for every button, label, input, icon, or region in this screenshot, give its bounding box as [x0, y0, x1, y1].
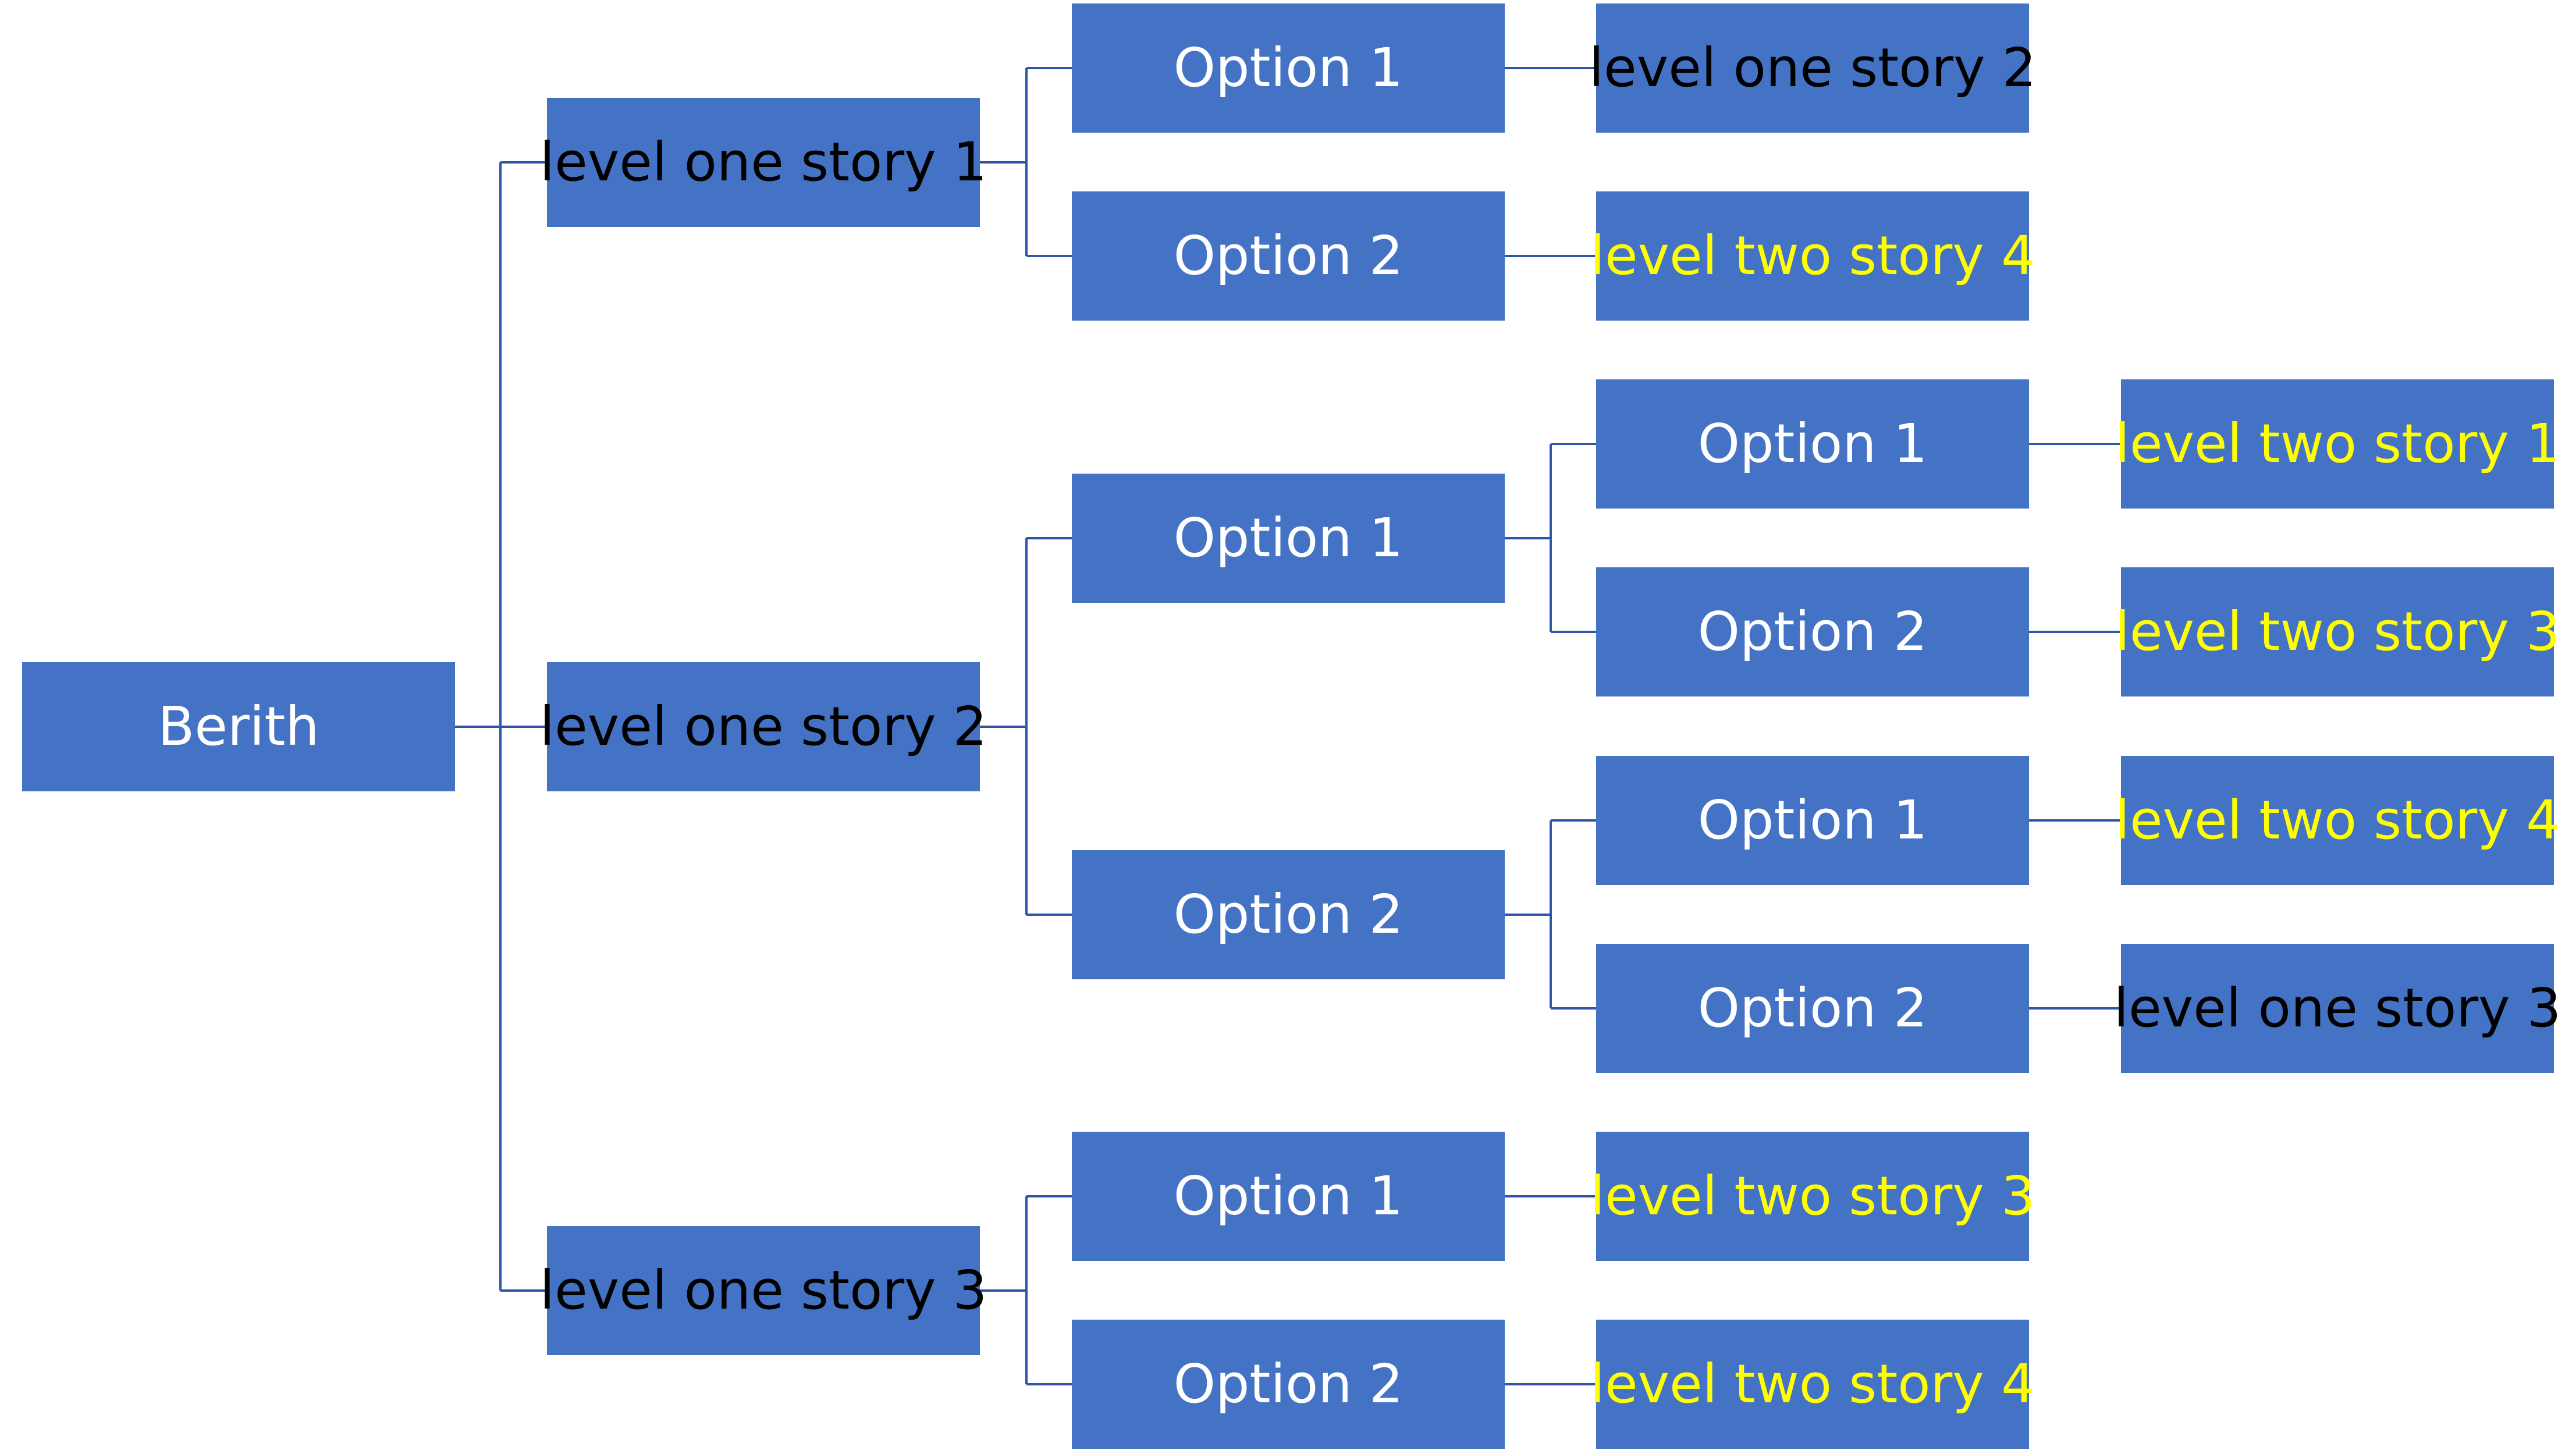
- story-3-node: level one story 3: [540, 1226, 987, 1355]
- story-2-o1-o2-leaf: level two story 3: [2115, 567, 2560, 696]
- connector-story3-to-options: [980, 1195, 1072, 1385]
- root-label: Berith: [158, 695, 319, 758]
- story-2-o2-o1-leaf: level two story 4: [2115, 756, 2560, 885]
- story-1-node: level one story 1: [540, 98, 987, 227]
- story-3-label: level one story 3: [539, 1259, 987, 1321]
- story-1-label: level one story 1: [539, 131, 987, 193]
- story-2-option-2-node: Option 2: [1072, 850, 1505, 979]
- story-2-o2-o2-leaf: level one story 3: [2114, 944, 2561, 1073]
- option-label: Option 2: [1173, 883, 1404, 946]
- leaf-label: level one story 3: [2113, 977, 2561, 1039]
- connector-s2o2-to-suboptions: [1505, 819, 1596, 1010]
- story-2-option-1-node: Option 1: [1072, 474, 1505, 603]
- leaf-label: level one story 2: [1589, 37, 2037, 99]
- option-label: Option 2: [1697, 977, 1928, 1039]
- option-label: Option 2: [1173, 1353, 1404, 1415]
- story-2-label: level one story 2: [539, 695, 987, 758]
- story-3-option-2-node: Option 2: [1072, 1320, 1505, 1449]
- story-2-node: level one story 2: [540, 662, 987, 791]
- option-label: Option 2: [1697, 600, 1928, 663]
- leaf-label: level two story 4: [1590, 1353, 2035, 1415]
- story-1-option-2-leaf: level two story 4: [1590, 191, 2035, 321]
- leaf-label: level two story 4: [1590, 225, 2035, 287]
- leaf-label: level two story 4: [2115, 789, 2560, 851]
- connector-story2-to-options: [980, 537, 1072, 916]
- option-label: Option 2: [1173, 225, 1404, 287]
- option-label: Option 1: [1173, 37, 1404, 99]
- story-2-option-2-suboption-2-node: Option 2: [1596, 944, 2029, 1073]
- story-2-option-1-suboption-2-node: Option 2: [1596, 567, 2029, 696]
- option-label: Option 1: [1697, 789, 1928, 851]
- story-3-option-1-leaf: level two story 3: [1590, 1132, 2035, 1261]
- story-1-option-1-leaf: level one story 2: [1589, 3, 2036, 133]
- story-1-option-2-node: Option 2: [1072, 191, 1505, 321]
- option-label: Option 1: [1173, 1165, 1404, 1227]
- story-2-o1-o1-leaf: level two story 1: [2115, 379, 2560, 509]
- story-1-option-1-node: Option 1: [1072, 3, 1505, 133]
- story-2-option-1-suboption-1-node: Option 1: [1596, 379, 2029, 509]
- root-node: Berith: [22, 662, 455, 791]
- leaf-label: level two story 3: [2115, 600, 2560, 663]
- connector-s2o1-to-suboptions: [1505, 443, 1596, 633]
- option-label: Option 1: [1697, 413, 1928, 475]
- option-label: Option 1: [1173, 507, 1404, 569]
- story-3-option-2-leaf: level two story 4: [1590, 1320, 2035, 1449]
- connector-root-to-stories: [455, 161, 547, 1292]
- story-2-option-2-suboption-1-node: Option 1: [1596, 756, 2029, 885]
- leaf-label: level two story 1: [2115, 413, 2560, 475]
- story-3-option-1-node: Option 1: [1072, 1132, 1505, 1261]
- leaf-label: level two story 3: [1590, 1165, 2035, 1227]
- connector-story1-to-options: [980, 67, 1072, 257]
